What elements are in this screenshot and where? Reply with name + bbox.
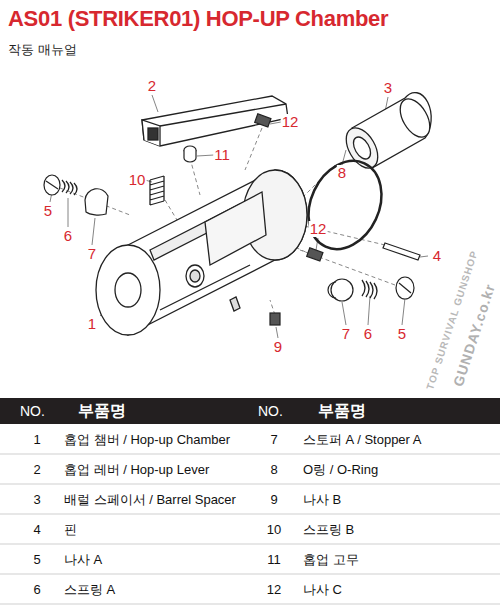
part-number: 9 (270, 492, 277, 507)
table-header: NO. (20, 403, 45, 419)
table-header-bar (0, 398, 500, 424)
callout-number: 9 (273, 339, 283, 355)
callout-number: 8 (337, 165, 347, 181)
part-name: 스프링 B (303, 522, 354, 537)
callout-number: 12 (281, 114, 300, 130)
hop-up-rubber (184, 146, 196, 162)
screw (44, 114, 414, 325)
callout-number: 7 (341, 326, 351, 342)
spring (62, 176, 377, 299)
part-number: 12 (267, 582, 281, 597)
hop-up-lever (142, 96, 288, 146)
callout-number: 6 (363, 326, 373, 342)
pin (383, 243, 420, 260)
table-header: NO. (258, 403, 283, 419)
part-number: 2 (33, 462, 40, 477)
part-number: 1 (33, 432, 40, 447)
part-number: 8 (270, 462, 277, 477)
callout-number: 2 (147, 78, 157, 94)
part-name: 홉업 레버 / Hop-up Lever (64, 462, 209, 477)
part-name: 홉업 고무 (303, 552, 359, 567)
callout-number: 4 (432, 248, 442, 264)
part-number: 4 (33, 522, 40, 537)
part-name: 배럴 스페이서 / Barrel Spacer (64, 492, 236, 507)
callout-number: 12 (309, 221, 328, 237)
part-name: 스프링 A (64, 582, 115, 597)
table-header: 부품명 (318, 402, 366, 420)
title: AS01 (STRIKER01) HOP-UP Chamber (8, 6, 388, 32)
stopper (85, 189, 353, 301)
part-number: 5 (33, 552, 40, 567)
part-name: O링 / O-Ring (303, 462, 378, 477)
callout-number: 5 (43, 203, 53, 219)
part-number: 7 (270, 432, 277, 447)
callout-number: 3 (383, 80, 393, 96)
callout-number: 5 (397, 326, 407, 342)
subtitle: 작동 매뉴얼 (8, 41, 77, 59)
part-number: 10 (267, 522, 281, 537)
part-name: 나사 A (64, 552, 102, 567)
part-name: 나사 C (303, 582, 342, 597)
table-row-line (0, 454, 500, 604)
part-name: 스토퍼 A / Stopper A (303, 432, 422, 447)
callout-number: 10 (128, 172, 147, 188)
callout-number: 1 (87, 316, 97, 332)
part-name: 나사 B (303, 492, 341, 507)
part-number: 3 (33, 492, 40, 507)
table-header: 부품명 (78, 402, 126, 420)
hop-up-chamber (96, 170, 307, 335)
part-number: 6 (33, 582, 40, 597)
o-ring (295, 149, 396, 261)
part-number: 11 (267, 552, 281, 567)
callout-number: 7 (87, 246, 97, 262)
callout-number: 11 (213, 147, 231, 163)
part-name: 홉업 챔버 / Hop-up Chamber (64, 432, 230, 447)
part-name: 핀 (64, 522, 77, 537)
callout-number: 6 (63, 228, 73, 244)
